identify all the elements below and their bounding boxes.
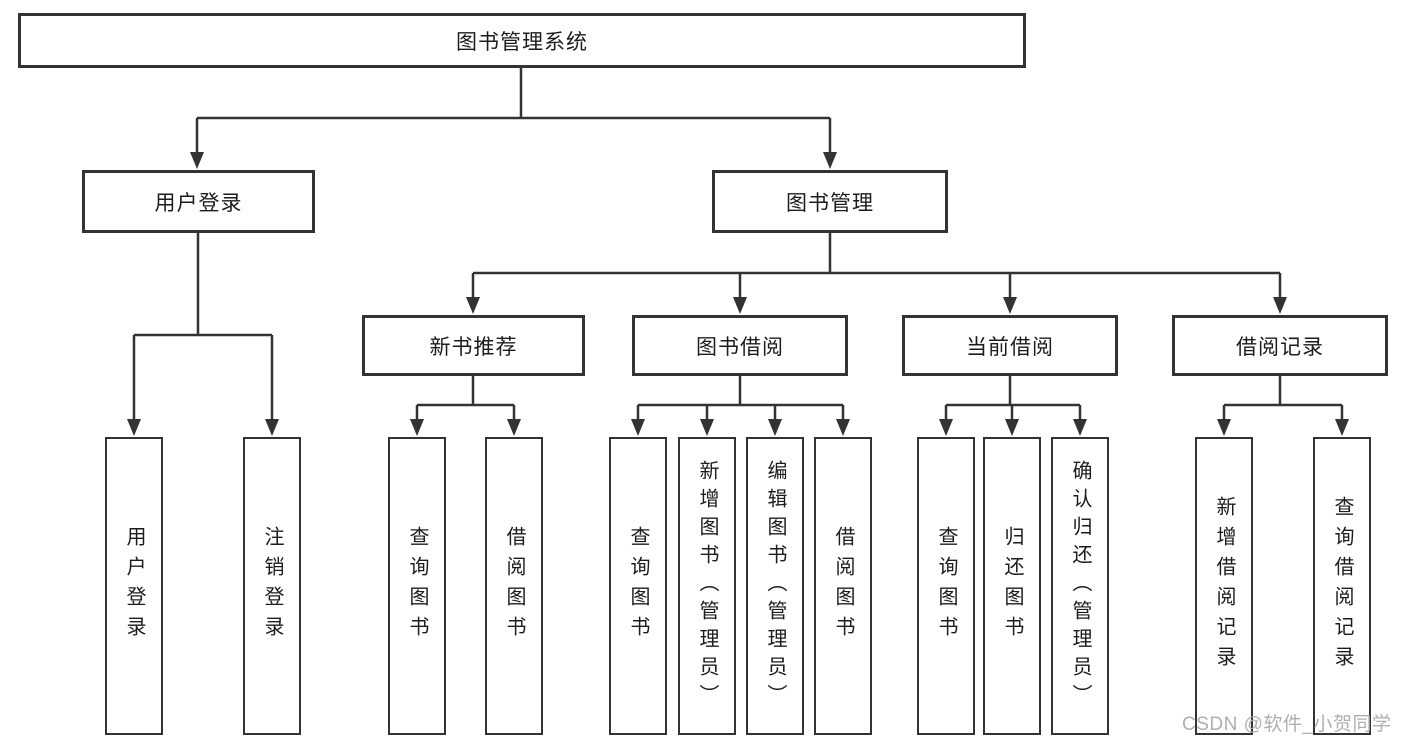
leaf-query-books-current: 查询图书 (917, 437, 975, 735)
leaf-edit-book-admin: 编辑图书（管理员） (746, 437, 804, 735)
csdn-watermark: CSDN @软件_小贺同学 (1182, 714, 1392, 735)
leaf-confirm-return-admin: 确认归还（管理员） (1051, 437, 1109, 735)
node-book-borrowing: 图书借阅 (632, 315, 848, 376)
leaf-query-books-recommend: 查询图书 (388, 437, 446, 735)
leaf-query-borrow-record: 查询借阅记录 (1313, 437, 1371, 735)
node-new-book-recommendation: 新书推荐 (362, 315, 585, 376)
leaf-add-book-admin: 新增图书（管理员） (678, 437, 736, 735)
leaf-borrow-books-borrowing: 借阅图书 (814, 437, 872, 735)
node-user-login-branch: 用户登录 (82, 170, 315, 233)
node-borrowing-records: 借阅记录 (1172, 315, 1388, 376)
leaf-logout: 注销登录 (243, 437, 301, 735)
leaf-return-book: 归还图书 (983, 437, 1041, 735)
leaf-query-books-borrowing: 查询图书 (609, 437, 667, 735)
leaf-user-login: 用户登录 (105, 437, 163, 735)
node-current-borrowing: 当前借阅 (902, 315, 1118, 376)
leaf-add-borrow-record: 新增借阅记录 (1195, 437, 1253, 735)
tree-connector-lines (132, 68, 1344, 421)
node-root-system: 图书管理系统 (18, 13, 1026, 68)
leaf-borrow-books-recommend: 借阅图书 (485, 437, 543, 735)
node-book-management-branch: 图书管理 (712, 170, 948, 233)
